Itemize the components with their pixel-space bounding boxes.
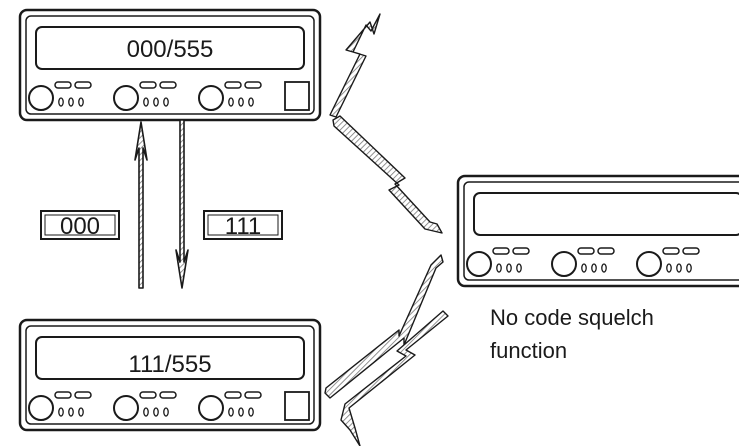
radio-display-bottom: 111/555: [128, 351, 211, 378]
radio-controls-bottom: [28, 391, 310, 421]
signal-wave-bottom-right: [324, 254, 444, 399]
caption: No code squelch function: [490, 301, 654, 367]
radio-display-top-text: 000/555: [127, 36, 214, 63]
radio-unit-bottom: 111/555: [18, 318, 322, 432]
radio-display-top: 000/555: [127, 36, 214, 63]
signal-wave-top-up: [329, 13, 381, 118]
caption-line-1: No code squelch: [490, 305, 654, 330]
code-box-up-text: 000: [60, 213, 100, 240]
arrow-down: [175, 119, 189, 289]
signal-wave-right-bottom: [340, 310, 449, 446]
code-box-down-text: 111: [225, 213, 261, 240]
code-box-up: 000: [40, 210, 120, 240]
signal-wave-top-right: [332, 115, 443, 234]
caption-line-2: function: [490, 338, 568, 363]
radio-controls-top: [28, 81, 310, 111]
arrow-up: [134, 121, 148, 289]
radio-unit-right: [456, 174, 739, 288]
code-box-down: 111: [203, 210, 283, 240]
radio-display-bottom-text: 111/555: [128, 351, 211, 378]
radio-unit-top: 000/555: [18, 8, 322, 122]
